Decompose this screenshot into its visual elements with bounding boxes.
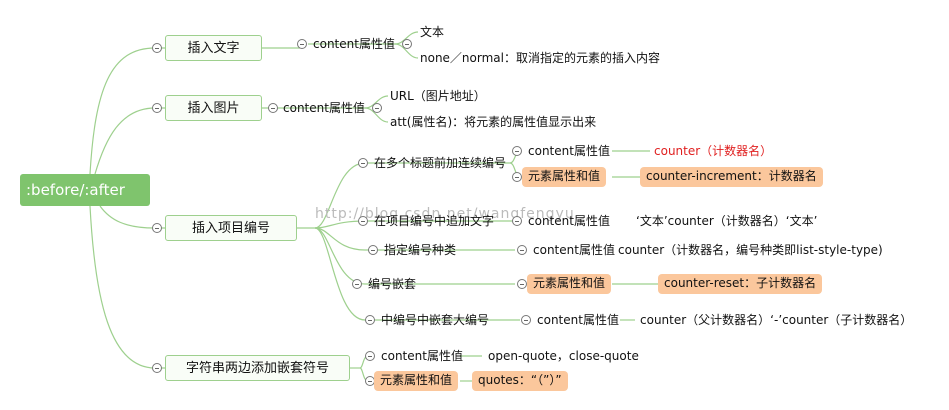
prop-element-value-highlight: 元素属性和值	[374, 371, 459, 391]
item-nested-numbering: 编号嵌套	[368, 277, 417, 291]
collapse-icon[interactable]	[365, 315, 375, 325]
root-node[interactable]: :before/:after	[20, 174, 150, 206]
collapse-icon[interactable]	[152, 223, 162, 233]
value-attr: att(属性名)：将元素的属性值显示出来	[390, 115, 597, 129]
collapse-icon[interactable]	[517, 245, 527, 255]
prop-content: content属性值	[528, 144, 610, 158]
prop-content: content属性值	[283, 101, 365, 115]
node-insert-text[interactable]: 插入文字	[165, 35, 262, 61]
node-insert-image[interactable]: 插入图片	[165, 95, 262, 121]
item-append-text: 在项目编号中追加文字	[374, 214, 495, 228]
collapse-icon[interactable]	[152, 363, 162, 373]
watermark: http://blog.csdn.net/wangfengyu	[315, 206, 575, 222]
value-counter-reset-highlight: counter-reset：子计数器名	[658, 274, 823, 294]
prop-element-value-highlight: 元素属性和值	[522, 167, 607, 187]
collapse-icon[interactable]	[402, 39, 412, 49]
value-open-close-quote: open-quote，close-quote	[488, 349, 639, 363]
value-none-normal: none／normal：取消指定的元素的插入内容	[420, 51, 660, 65]
collapse-icon[interactable]	[297, 39, 307, 49]
collapse-icon[interactable]	[512, 172, 522, 182]
value-text-counter: ‘文本’counter（计数器名）‘文本’	[636, 214, 818, 228]
prop-content: content属性值	[528, 214, 610, 228]
item-nested-large-numbering: 中编号中嵌套大编号	[381, 313, 490, 327]
item-number-type: 指定编号种类	[384, 243, 457, 257]
value-text: 文本	[420, 25, 445, 39]
node-insert-numbering[interactable]: 插入项目编号	[165, 215, 297, 241]
prop-content: content属性值	[537, 313, 619, 327]
collapse-icon[interactable]	[517, 279, 527, 289]
node-quote-symbols[interactable]: 字符串两边添加嵌套符号	[165, 355, 350, 381]
collapse-icon[interactable]	[372, 103, 382, 113]
value-parent-child-counter: counter（父计数器名）‘-’counter（子计数器名）	[640, 313, 913, 327]
value-url: URL（图片地址）	[390, 89, 486, 103]
value-counter-style: counter（计数器名，编号种类即list-style-type)	[618, 243, 883, 257]
collapse-icon[interactable]	[152, 43, 162, 53]
prop-content: content属性值	[381, 349, 463, 363]
value-counter-increment-highlight: counter-increment：计数器名	[640, 167, 823, 187]
collapse-icon[interactable]	[521, 315, 531, 325]
collapse-icon[interactable]	[268, 103, 278, 113]
prop-element-value-highlight: 元素属性和值	[527, 274, 612, 294]
collapse-icon[interactable]	[352, 279, 362, 289]
collapse-icon[interactable]	[152, 103, 162, 113]
collapse-icon[interactable]	[512, 216, 522, 226]
collapse-icon[interactable]	[512, 146, 522, 156]
prop-content: content属性值	[313, 37, 395, 51]
collapse-icon[interactable]	[358, 158, 368, 168]
collapse-icon[interactable]	[368, 245, 378, 255]
collapse-icon[interactable]	[358, 216, 368, 226]
item-consecutive-numbering: 在多个标题前加连续编号	[374, 156, 507, 170]
collapse-icon[interactable]	[365, 351, 375, 361]
prop-content: content属性值	[533, 243, 615, 257]
value-quotes-highlight: quotes：“（”）”	[472, 371, 568, 391]
value-counter-red: counter（计数器名）	[654, 144, 773, 158]
